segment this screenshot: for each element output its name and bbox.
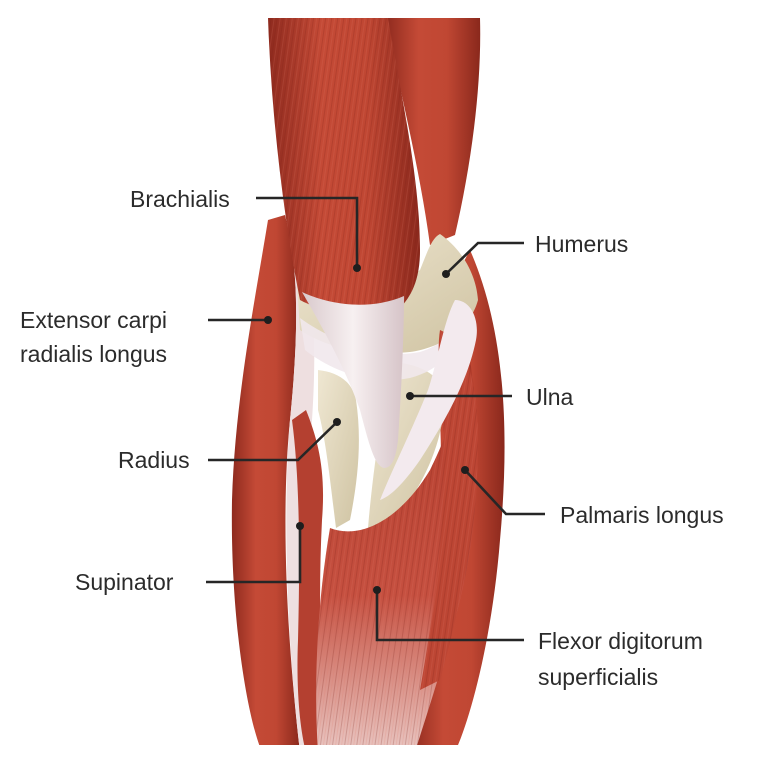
upper-arm-muscle-right: [385, 18, 481, 245]
leader-lines: [206, 196, 545, 642]
radius-bone: [318, 370, 359, 528]
humerus-leader: [445, 241, 524, 275]
label-brachialis: Brachialis: [130, 186, 230, 212]
supinator-leader: [206, 526, 302, 584]
palmaris-longus-fiber-overlay: [420, 330, 478, 690]
brachialis-pointer: [353, 264, 361, 272]
humerus-pointer: [442, 270, 450, 278]
ulna-pointer: [406, 392, 414, 400]
palmaris-longus-leader: [464, 469, 545, 516]
label-flexor-digitorum-superficialis-line1: Flexor digitorum: [538, 628, 703, 654]
radius-leader: [208, 421, 338, 462]
flexor-digitorum-superficialis-pointer: [373, 586, 381, 594]
palmaris-longus-pointer: [461, 466, 469, 474]
label-palmaris-longus: Palmaris longus: [560, 502, 724, 528]
label-extensor-carpi-radialis-longus-line2: radialis longus: [20, 341, 168, 367]
brachialis-tendon: [302, 292, 404, 468]
extensor-carpi-radialis-longus-muscle: [231, 215, 300, 752]
label-ulna: Ulna: [526, 384, 574, 410]
flexor-digitorum-superficialis-leader: [375, 590, 524, 642]
radius-pointer: [333, 418, 341, 426]
label-supinator: Supinator: [75, 569, 174, 595]
label-humerus: Humerus: [535, 231, 629, 257]
anatomy-artwork: [220, 18, 520, 773]
bottom-fade: [220, 745, 520, 773]
label-flexor-digitorum-superficialis-line2: superficialis: [538, 664, 659, 690]
extensor-carpi-radialis-longus-pointer: [264, 316, 272, 324]
label-extensor-carpi-radialis-longus-line1: Extensor carpi: [20, 307, 168, 333]
brachialis-fiber-overlay: [268, 18, 420, 315]
label-radius: Radius: [118, 447, 190, 473]
common-flexor-tendon: [380, 300, 477, 500]
brachialis-leader: [256, 196, 359, 268]
supinator-pointer: [296, 522, 304, 530]
